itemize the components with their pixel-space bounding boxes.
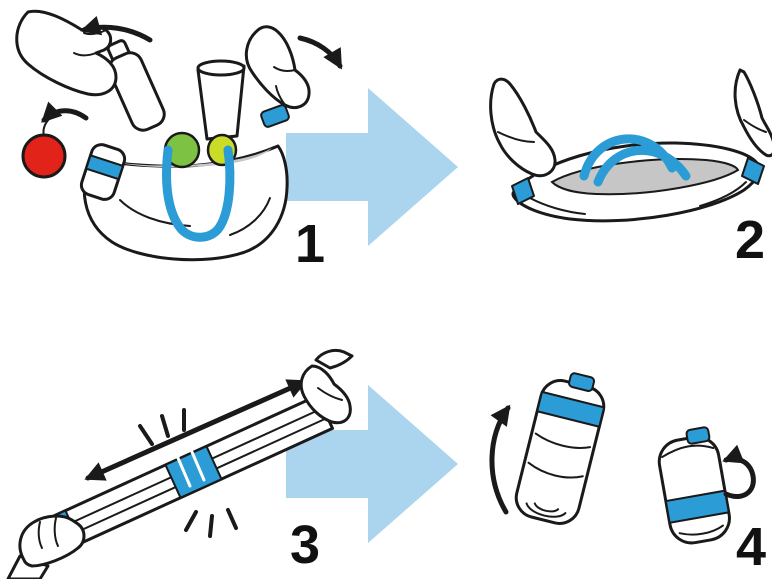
finger-line: [73, 52, 97, 57]
hand-shape: [489, 77, 557, 178]
step-1-illustration: [15, 9, 343, 262]
right-hand-icon: [244, 25, 311, 109]
apple-drop-arrow-icon: [41, 101, 89, 123]
step-1-number: 1: [295, 214, 325, 274]
bag-cuff-strap: [79, 143, 127, 201]
left-blue-tab: [511, 177, 535, 205]
sleeve-shape: [314, 348, 354, 370]
bag-handle-strap: [593, 146, 691, 187]
sleeve-shape: [6, 554, 50, 579]
bag-handle-tab: [260, 104, 290, 128]
knuckle-line: [37, 521, 43, 549]
step-3-illustration: [6, 348, 354, 579]
stretch-arrow-icon: [84, 379, 308, 481]
finger-line: [743, 119, 767, 133]
left-hand-icon: [489, 77, 557, 178]
loop-arrow-icon: [722, 444, 756, 499]
bottle-icon: [106, 39, 166, 132]
snap-line: [208, 514, 214, 538]
bag-crease: [699, 181, 747, 207]
fold-arrow-icon: [489, 404, 511, 515]
cuff-blue-band: [85, 154, 124, 181]
apple-body: [21, 133, 67, 179]
bag-handle-strap: [162, 145, 235, 242]
bottle-body: [107, 51, 166, 132]
snap-marks-bottom-icon: [184, 508, 238, 538]
roll-spiral: [525, 502, 567, 518]
finger-line: [317, 387, 343, 401]
finger-line: [273, 66, 296, 72]
cup-icon: [196, 59, 246, 141]
snap-line: [226, 508, 238, 530]
bottom-crease: [678, 524, 724, 536]
cup-body: [196, 64, 246, 141]
snap-line: [138, 424, 154, 446]
red-apple-icon: [21, 117, 67, 179]
folded-blue-band: [664, 489, 730, 524]
roll-crease: [527, 461, 584, 479]
folded-bag-icon: [657, 426, 731, 545]
step-4-illustration: [489, 372, 756, 545]
snap-line: [160, 414, 170, 438]
tube-top-tab: [568, 372, 596, 392]
step-3-number: 3: [290, 515, 320, 575]
sleeve-cuff-line: [497, 131, 535, 143]
bag-crease: [229, 197, 271, 236]
right-hand-icon: [733, 68, 772, 158]
roll-spiral: [533, 502, 560, 513]
swing-right-arrow-icon: [297, 35, 343, 70]
step-4-number: 4: [736, 517, 766, 577]
rolled-bag-icon: [514, 372, 606, 525]
knuckle-line: [53, 517, 59, 547]
left-fist-icon: [6, 514, 86, 579]
step-2-number: 2: [735, 210, 765, 270]
hand-shape: [18, 514, 86, 568]
right-hand-icon: [299, 348, 354, 425]
hand-shape: [244, 25, 311, 109]
swing-left-arrow-icon: [80, 15, 153, 43]
step-arrow-1-icon: [286, 88, 458, 246]
finger-line: [275, 85, 286, 106]
step-2-illustration: [489, 68, 772, 223]
snap-marks-top-icon: [138, 408, 186, 446]
folded-top-tab: [685, 426, 711, 445]
handle-blue-tab: [260, 104, 290, 128]
hand-shape: [733, 68, 772, 158]
fold-line: [661, 444, 715, 459]
right-blue-tab: [741, 157, 765, 185]
bag-crease: [529, 197, 586, 215]
roll-crease: [534, 432, 592, 449]
tube-blue-band: [536, 390, 606, 428]
step-arrow-2-icon: [286, 385, 458, 543]
snap-line: [184, 510, 198, 532]
cup-rim: [196, 59, 246, 77]
